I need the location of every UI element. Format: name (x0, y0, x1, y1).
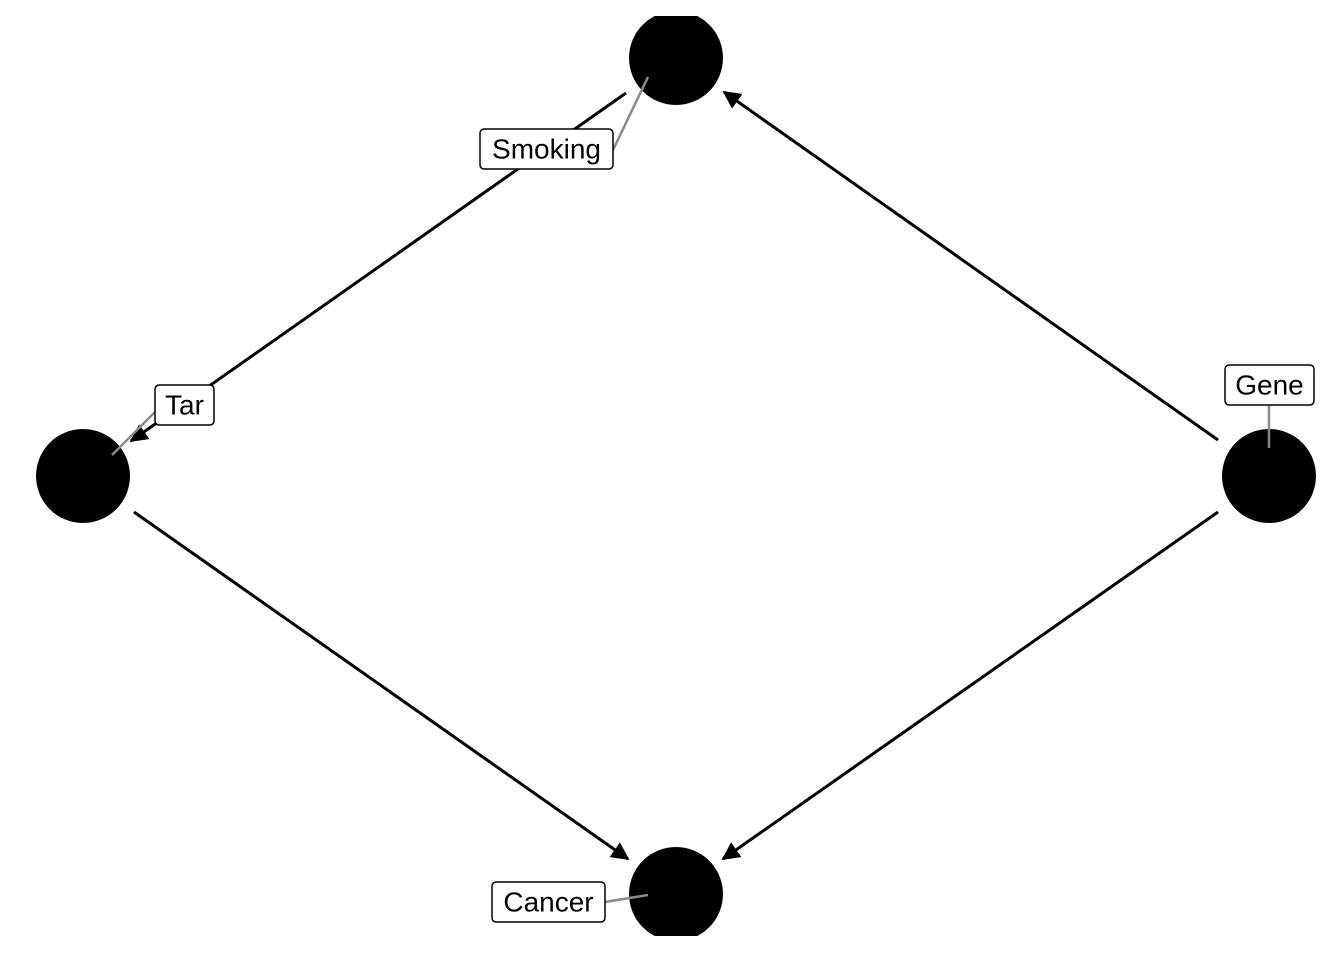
label-box-tar (154, 384, 215, 426)
label-box-smoking (479, 128, 614, 170)
label-gene: Gene (1224, 364, 1315, 406)
leader-line-smoking (611, 76, 650, 151)
labels-layer: Smoking Tar Gene Cancer (154, 128, 1315, 923)
label-text-gene: Gene (1235, 370, 1304, 401)
label-tar: Tar (154, 384, 215, 426)
leader-lines-layer (111, 76, 1271, 904)
label-box-cancer (491, 881, 606, 923)
node-cancer (629, 847, 723, 936)
nodes-layer (36, 16, 1316, 936)
node-gene (1222, 429, 1316, 523)
label-text-tar: Tar (165, 390, 204, 421)
label-text-smoking: Smoking (492, 134, 601, 165)
node-tar (36, 429, 130, 523)
label-smoking: Smoking (479, 128, 614, 170)
edges-layer (129, 90, 1219, 861)
leader-line-cancer (604, 893, 649, 904)
node-smoking (629, 16, 723, 105)
edge-tar-to-cancer (133, 510, 630, 861)
label-cancer: Cancer (491, 881, 606, 923)
label-text-cancer: Cancer (503, 887, 593, 918)
leader-line-tar (111, 410, 157, 456)
edge-gene-to-cancer (721, 510, 1219, 861)
label-box-gene (1224, 364, 1315, 406)
edge-gene-to-smoking (722, 90, 1219, 442)
